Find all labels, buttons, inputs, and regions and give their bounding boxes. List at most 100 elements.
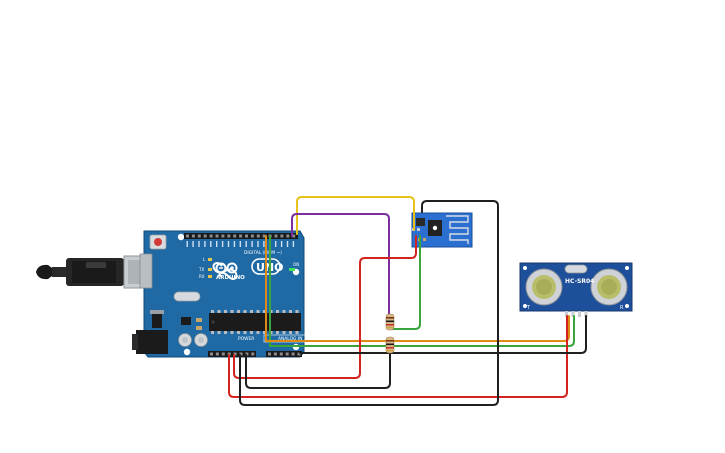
status-leds: L TX RX ON <box>198 257 299 279</box>
header-pin[interactable] <box>221 234 225 238</box>
wire-red-esp[interactable] <box>233 235 417 379</box>
header-pin[interactable] <box>268 352 271 356</box>
header-pin[interactable] <box>197 234 201 238</box>
header-pin[interactable] <box>286 234 290 238</box>
header-pin[interactable] <box>292 234 296 238</box>
power-jack <box>132 330 168 354</box>
chip-pin <box>230 331 234 334</box>
header-pin[interactable] <box>191 234 195 238</box>
power-label: POWER <box>238 336 254 342</box>
usb-plug-icon[interactable] <box>36 255 145 289</box>
capacitor <box>178 333 192 347</box>
resistor-icon[interactable] <box>385 336 395 354</box>
arduino-uno-board[interactable]: DIGITAL (PWM ~) L TX RX ON ARDUINO UNO <box>132 230 307 358</box>
power-header[interactable] <box>208 351 256 357</box>
pin-label-mark <box>204 241 206 247</box>
tx-led-label: TX <box>198 267 204 272</box>
digital-header[interactable] <box>184 233 298 239</box>
header-pin[interactable] <box>245 234 248 238</box>
wire-green-esp[interactable] <box>391 235 421 330</box>
hc-sr04-sensor[interactable]: HC-SR04 T R <box>519 262 633 317</box>
header-pin[interactable] <box>282 310 286 313</box>
wire-black-sensor[interactable] <box>299 315 587 354</box>
header-pin[interactable] <box>584 311 588 317</box>
wire-yellow[interactable] <box>296 196 415 235</box>
header-pin[interactable] <box>565 311 568 317</box>
pin-label-mark <box>221 241 224 247</box>
header-pin[interactable] <box>250 310 253 313</box>
mounting-hole <box>177 233 185 241</box>
sensor-hole <box>625 266 629 270</box>
pin-label-mark <box>263 241 265 247</box>
chip-pin <box>224 331 227 334</box>
wire-black-esp[interactable] <box>239 200 499 406</box>
pin-label-mark <box>186 241 188 247</box>
pin-label-mark <box>216 241 218 247</box>
pin-label-mark <box>227 241 230 247</box>
header-pin[interactable] <box>417 228 420 231</box>
pin-label-mark <box>210 241 212 247</box>
header-pin[interactable] <box>239 352 243 356</box>
pin-label-mark <box>275 241 277 247</box>
header-pin[interactable] <box>291 352 295 356</box>
header-pin[interactable] <box>276 310 279 313</box>
chip-pin <box>282 331 286 334</box>
l-led-label: L <box>203 257 206 262</box>
wire-green-analog[interactable] <box>299 315 575 347</box>
header-pin[interactable] <box>233 234 237 238</box>
chip-pin <box>256 331 260 334</box>
header-pin[interactable] <box>221 352 225 356</box>
header-pin[interactable] <box>227 352 231 356</box>
header-pin[interactable] <box>237 310 240 313</box>
analog-label: ANALOG IN <box>278 336 302 342</box>
header-pin[interactable] <box>251 352 255 356</box>
pin-label-mark <box>280 241 283 247</box>
header-pin[interactable] <box>203 234 207 238</box>
header-pin[interactable] <box>289 310 292 313</box>
header-pin[interactable] <box>280 234 284 238</box>
smd-part <box>196 326 202 330</box>
header-pin[interactable] <box>245 352 249 356</box>
header-pin[interactable] <box>285 352 289 356</box>
header-pin[interactable] <box>209 234 213 238</box>
header-pin[interactable] <box>211 310 214 313</box>
analog-header[interactable] <box>266 351 302 357</box>
reset-button-icon[interactable] <box>149 234 167 250</box>
regulator-tab <box>150 310 164 314</box>
header-pin[interactable] <box>233 352 237 356</box>
header-pin[interactable] <box>243 310 247 313</box>
header-pin[interactable] <box>295 310 299 313</box>
header-pin[interactable] <box>215 352 219 356</box>
wire-green-digital[interactable] <box>269 235 301 347</box>
header-pin[interactable] <box>256 310 260 313</box>
sensor-pin-header[interactable] <box>565 311 588 317</box>
header-pin[interactable] <box>250 234 254 238</box>
header-pin[interactable] <box>239 234 243 238</box>
header-pin[interactable] <box>210 352 213 356</box>
header-pin[interactable] <box>186 234 189 238</box>
pin-label-mark <box>257 241 259 247</box>
header-pin[interactable] <box>571 311 575 317</box>
chip-pin <box>295 331 299 334</box>
header-pin[interactable] <box>578 311 581 317</box>
wire-black-resistor[interactable] <box>245 351 391 389</box>
wire-purple[interactable] <box>291 213 390 319</box>
header-pin[interactable] <box>263 310 266 313</box>
header-pin[interactable] <box>279 352 283 356</box>
crystal <box>173 291 201 302</box>
sensor-hole <box>523 304 527 308</box>
resistor-icon[interactable] <box>385 313 395 331</box>
header-pin[interactable] <box>262 234 266 238</box>
header-pin[interactable] <box>227 234 231 238</box>
header-pin[interactable] <box>224 310 227 313</box>
header-pin[interactable] <box>215 234 219 238</box>
header-pin[interactable] <box>274 234 278 238</box>
wire-red-sensor[interactable] <box>228 315 568 398</box>
arduino-infinity-logo-icon <box>212 262 238 280</box>
header-pin[interactable] <box>256 234 260 238</box>
header-pin[interactable] <box>297 352 301 356</box>
sensor-hole <box>523 266 527 270</box>
header-pin[interactable] <box>217 310 221 313</box>
header-pin[interactable] <box>273 352 277 356</box>
header-pin[interactable] <box>230 310 234 313</box>
